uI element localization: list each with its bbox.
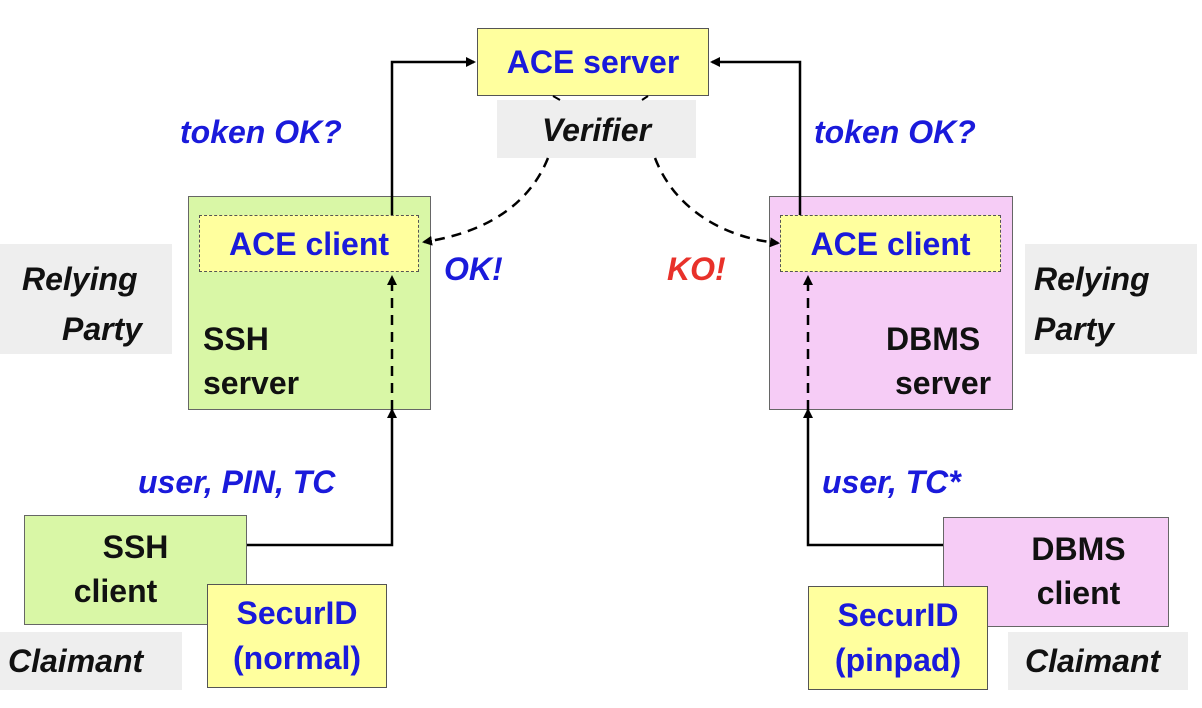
right-relying-label-1: Relying (1034, 261, 1150, 297)
right-credentials-line (803, 408, 943, 547)
right-response-ko: KO! (667, 251, 726, 287)
ace-server-label: ACE server (506, 44, 680, 80)
right-securid-label-1: SecurID (837, 597, 959, 633)
verifier-label: Verifier (541, 112, 652, 148)
ace-server-box (477, 28, 709, 96)
right-token-query: token OK? (814, 114, 976, 150)
left-relying-party-bg (0, 244, 172, 354)
verifier-ticks (552, 95, 649, 101)
dbms-server-label-1: DBMS (886, 321, 981, 357)
left-credentials-label: user, PIN, TC (138, 464, 336, 500)
right-ace-client-label: ACE client (810, 226, 971, 262)
right-claimant-label: Claimant (1025, 643, 1161, 679)
left-claimant-bg (0, 632, 182, 690)
right-token-query-arrow (710, 57, 802, 215)
left-ace-client-label: ACE client (228, 226, 390, 262)
right-relying-label-2: Party (1034, 311, 1115, 347)
right-ko-dashed-arrow (653, 157, 780, 248)
verifier-label-bg (497, 100, 696, 158)
left-response-ok: OK! (444, 251, 503, 287)
dbms-client-label-1: DBMS (1031, 531, 1126, 567)
ssh-client-label-2: client (73, 573, 158, 609)
dbms-server-label-2: server (895, 365, 992, 401)
right-ace-client-box (780, 215, 1001, 272)
left-ace-client-box (199, 215, 419, 272)
ssh-server-label-1: SSH (203, 321, 269, 357)
right-securid-label-2: (pinpad) (834, 642, 962, 678)
left-ok-dashed-arrow (422, 157, 550, 246)
right-claimant-bg (1008, 632, 1188, 690)
left-securid-label-2: (normal) (233, 640, 361, 676)
left-token-query: token OK? (180, 114, 342, 150)
right-securid-box (808, 586, 988, 690)
right-credentials-label: user, TC* (822, 464, 961, 500)
left-credentials-line (247, 408, 397, 547)
ssh-client-label-1: SSH (102, 529, 169, 565)
left-relying-label-2: Party (62, 311, 143, 347)
dbms-client-label-2: client (1036, 575, 1121, 611)
left-claimant-label: Claimant (8, 643, 144, 679)
ssh-server-label-2: server (203, 365, 300, 401)
left-securid-label-1: SecurID (236, 595, 358, 631)
right-relying-party-bg (1025, 244, 1197, 354)
left-securid-box (207, 584, 387, 688)
left-relying-label-1: Relying (22, 261, 138, 297)
left-token-query-arrow (390, 57, 476, 215)
